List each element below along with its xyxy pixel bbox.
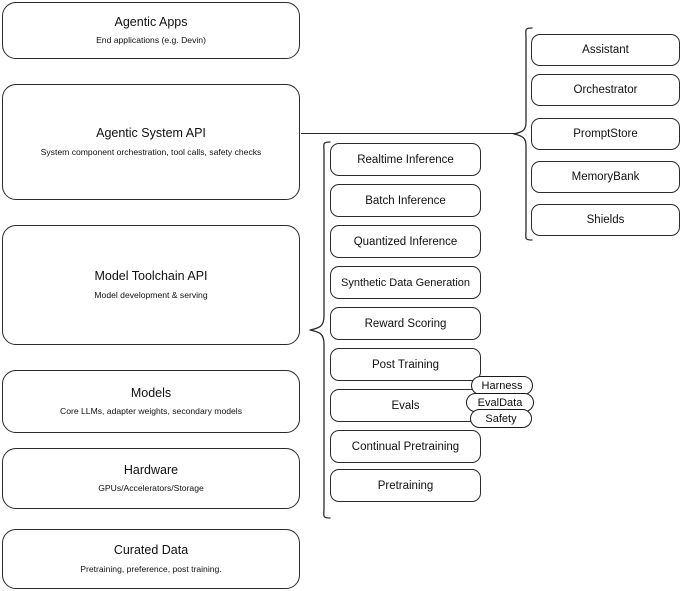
- layer-subtitle: End applications (e.g. Devin): [96, 35, 206, 46]
- pill-reward-scoring[interactable]: Reward Scoring: [330, 307, 481, 340]
- layer-box-agentic-apps[interactable]: Agentic Apps End applications (e.g. Devi…: [2, 2, 300, 59]
- layer-title: Curated Data: [113, 543, 189, 558]
- layer-title: Model Toolchain API: [94, 269, 208, 284]
- layer-subtitle: Core LLMs, adapter weights, secondary mo…: [60, 406, 242, 417]
- layer-box-model-toolchain-api[interactable]: Model Toolchain API Model development & …: [2, 225, 300, 345]
- pill-pretraining[interactable]: Pretraining: [330, 469, 481, 502]
- pill-orchestrator[interactable]: Orchestrator: [531, 74, 680, 106]
- layer-box-curated-data[interactable]: Curated Data Pretraining, preference, po…: [2, 529, 300, 589]
- layer-subtitle: System component orchestration, tool cal…: [40, 146, 262, 157]
- layer-title: Models: [130, 385, 172, 400]
- brace-toolchain: [309, 141, 331, 519]
- pill-evals[interactable]: Evals: [330, 389, 481, 422]
- connector-agentic-system-to-components: [301, 133, 516, 135]
- brace-system-components: [513, 27, 533, 241]
- pill-continual-pretraining[interactable]: Continual Pretraining: [330, 430, 481, 463]
- pill-assistant[interactable]: Assistant: [531, 34, 680, 66]
- pill-promptstore[interactable]: PromptStore: [531, 118, 680, 150]
- mini-pill-safety[interactable]: Safety: [470, 409, 532, 428]
- pill-synthetic-data-generation[interactable]: Synthetic Data Generation: [330, 266, 481, 299]
- pill-batch-inference[interactable]: Batch Inference: [330, 184, 481, 217]
- pill-memorybank[interactable]: MemoryBank: [531, 161, 680, 193]
- layer-box-agentic-system-api[interactable]: Agentic System API System component orch…: [2, 84, 300, 200]
- layer-box-models[interactable]: Models Core LLMs, adapter weights, secon…: [2, 370, 300, 433]
- pill-realtime-inference[interactable]: Realtime Inference: [330, 143, 481, 176]
- pill-quantized-inference[interactable]: Quantized Inference: [330, 225, 481, 258]
- layer-box-hardware[interactable]: Hardware GPUs/Accelerators/Storage: [2, 448, 300, 509]
- layer-title: Agentic System API: [96, 126, 206, 141]
- layer-title: Hardware: [123, 462, 179, 477]
- layer-subtitle: GPUs/Accelerators/Storage: [98, 483, 204, 494]
- mini-pill-harness[interactable]: Harness: [471, 376, 533, 395]
- layer-subtitle: Model development & serving: [94, 289, 208, 300]
- layer-subtitle: Pretraining, preference, post training.: [80, 563, 222, 574]
- pill-post-training[interactable]: Post Training: [330, 348, 481, 381]
- mini-pill-evaldata[interactable]: EvalData: [466, 393, 534, 412]
- layer-title: Agentic Apps: [114, 14, 188, 29]
- pill-shields[interactable]: Shields: [531, 204, 680, 236]
